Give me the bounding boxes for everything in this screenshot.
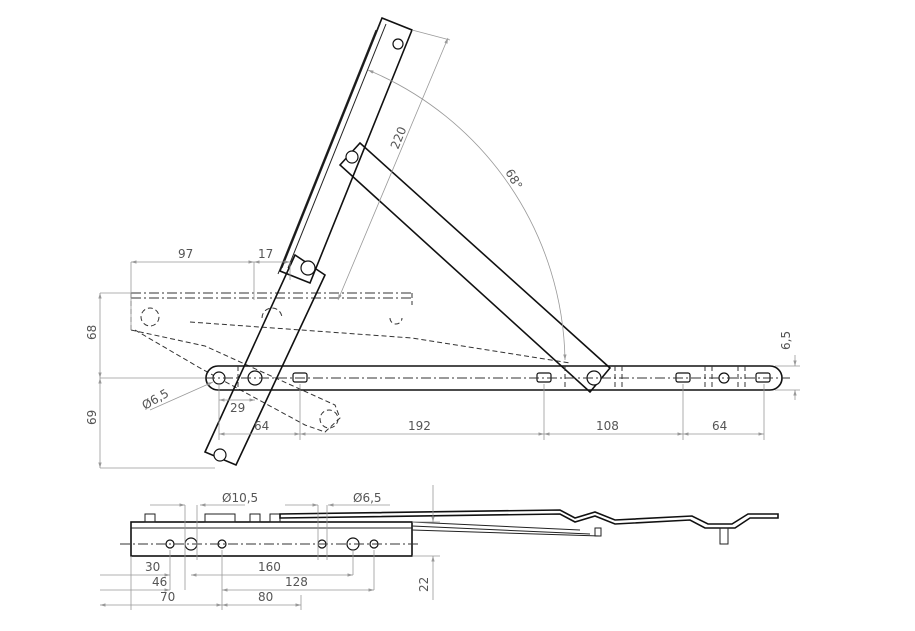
side-view: Ø10,5 Ø6,5 30 160 46 128 70 80 22	[100, 485, 779, 610]
dim-30: 30	[145, 560, 160, 574]
base-plate	[120, 513, 420, 557]
dim-dia-6-5-b: Ø6,5	[353, 491, 382, 505]
dim-97: 97	[178, 247, 193, 261]
stay-arm-view: 97 17 220 68° 68 69 6,5 Ø6,5 29 64 192 1…	[85, 16, 800, 469]
diagonal-brace	[338, 141, 612, 394]
dim-64-right: 64	[712, 419, 727, 433]
dimension-lines-lower	[100, 485, 440, 610]
sash-arm	[277, 16, 414, 285]
dim-192: 192	[408, 419, 431, 433]
dim-29: 29	[230, 401, 245, 415]
dim-6-5-side: 6,5	[779, 331, 793, 350]
dim-70: 70	[160, 590, 175, 604]
dim-46: 46	[152, 575, 167, 589]
dimension-lines-upper	[98, 29, 800, 469]
dim-68-deg: 68°	[502, 167, 525, 192]
dim-22: 22	[417, 577, 431, 592]
dim-17: 17	[258, 247, 273, 261]
dim-68: 68	[85, 325, 99, 340]
dim-64-left: 64	[254, 419, 269, 433]
short-arm-top-rivet	[300, 260, 316, 276]
dim-dia-6-5: Ø6,5	[140, 386, 172, 412]
dim-220: 220	[388, 125, 410, 151]
dim-69: 69	[85, 410, 99, 425]
dim-160: 160	[258, 560, 281, 574]
dim-dia-10-5: Ø10,5	[222, 491, 258, 505]
arm-profile	[279, 509, 779, 545]
short-arm-bottom-rivet	[213, 448, 227, 462]
dim-80: 80	[258, 590, 273, 604]
dim-128: 128	[285, 575, 308, 589]
frame-track	[205, 365, 790, 391]
short-arm	[203, 253, 327, 467]
dim-108: 108	[596, 419, 619, 433]
sash-arm-top-rivet	[392, 38, 404, 50]
brace-top-rivet	[345, 150, 359, 164]
